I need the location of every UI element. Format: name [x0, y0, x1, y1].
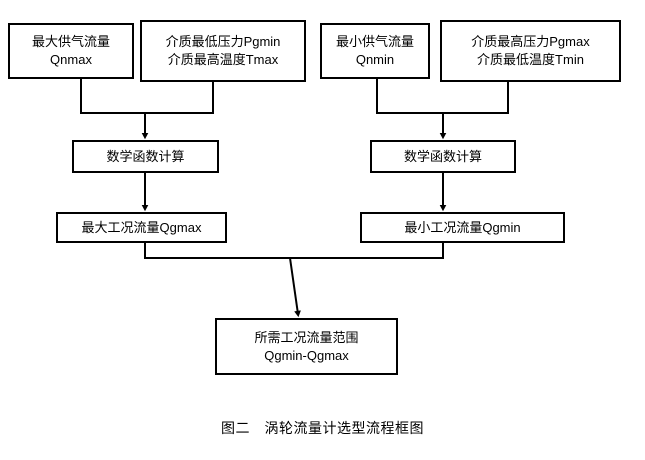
node-min-working-flow: 最小工况流量Qgmin: [360, 212, 565, 243]
node-math-function-calc-right: 数学函数计算: [370, 140, 516, 173]
node-max-pressure-min-temp-line1: 介质最高压力Pgmax: [471, 34, 590, 50]
node-max-working-flow: 最大工况流量Qgmax: [56, 212, 227, 243]
node-min-pressure-max-temp-line2: 介质最高温度Tmax: [167, 52, 279, 67]
node-math-function-calc-left: 数学函数计算: [72, 140, 219, 173]
figure-caption: 图二 涡轮流量计选型流程框图: [221, 420, 424, 436]
node-min-working-flow-label: 最小工况流量Qgmin: [404, 219, 521, 235]
node-required-flow-range: 所需工况流量范围 Qgmin-Qgmax: [215, 318, 398, 375]
edge-pgmax-to-calc-right: [443, 82, 509, 114]
node-min-supply-flow: 最小供气流量 Qnmin: [320, 23, 430, 79]
node-required-flow-range-line1: 所需工况流量范围: [254, 329, 359, 345]
node-min-supply-flow-line1: 最小供气流量: [335, 34, 414, 50]
node-min-pressure-max-temp-line1: 介质最低压力Pgmin: [165, 34, 281, 50]
node-max-supply-flow-line1: 最大供气流量: [31, 34, 110, 50]
node-max-supply-flow: 最大供气流量 Qnmax: [8, 23, 134, 79]
node-min-pressure-max-temp: 介质最低压力Pgmin 介质最高温度Tmax: [140, 20, 306, 82]
edge-merge-bottom-to-final: [289, 257, 301, 318]
node-max-working-flow-label: 最大工况流量Qgmax: [81, 219, 202, 235]
node-required-flow-range-line2: Qgmin-Qgmax: [264, 347, 349, 363]
node-math-function-calc-right-label: 数学函数计算: [403, 148, 482, 164]
edge-qgmin-to-final: [290, 243, 444, 259]
node-max-supply-flow-line2: Qnmax: [50, 52, 92, 67]
node-min-supply-flow-line2: Qnmin: [355, 52, 395, 67]
node-math-function-calc-left-label: 数学函数计算: [106, 148, 185, 164]
edge-qnmax-to-calc-left: [80, 79, 145, 114]
edge-qnmin-to-calc-right: [376, 79, 443, 114]
edge-pgmin-to-calc-left: [145, 82, 214, 114]
node-max-pressure-min-temp: 介质最高压力Pgmax 介质最低温度Tmin: [440, 20, 621, 82]
edge-qgmax-to-final: [144, 243, 290, 259]
node-max-pressure-min-temp-line2: 介质最低温度Tmin: [477, 52, 584, 67]
